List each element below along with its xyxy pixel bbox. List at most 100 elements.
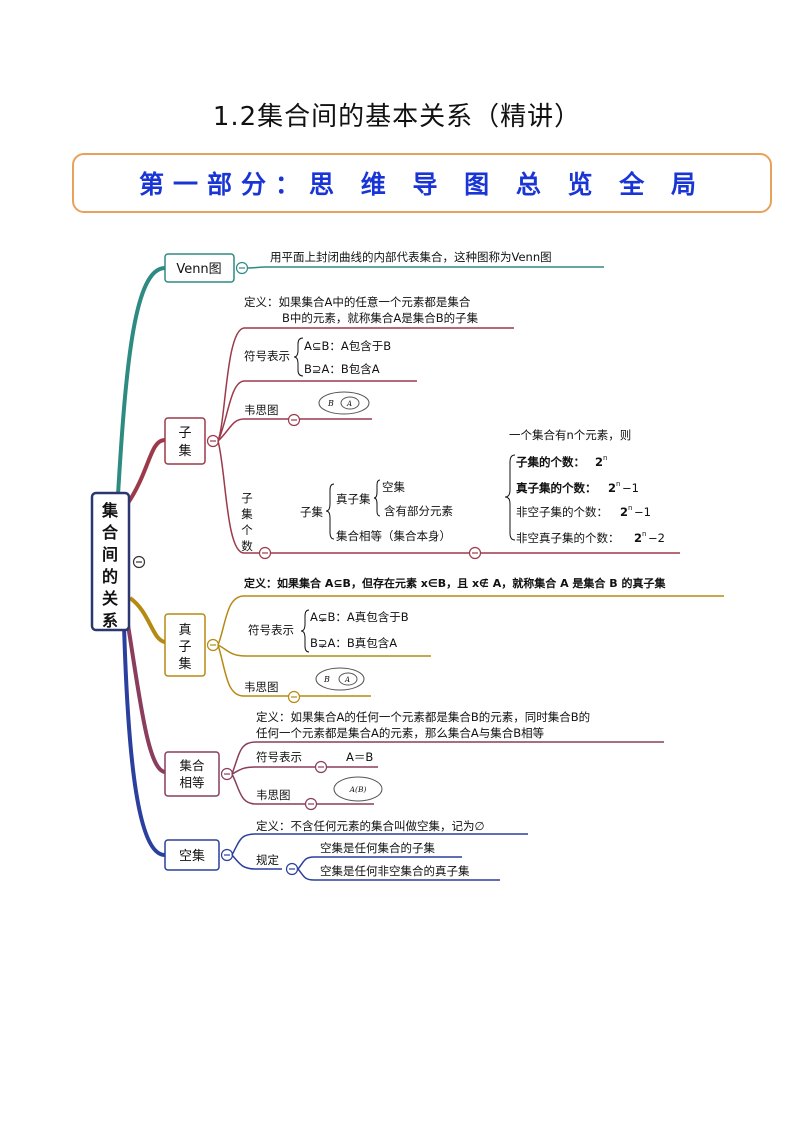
- svg-text:n: n: [616, 480, 620, 488]
- venn-collapse-icon[interactable]: [235, 261, 249, 275]
- svg-text:n: n: [642, 530, 646, 538]
- branch-equal-curve: [126, 624, 166, 774]
- svg-text:2: 2: [608, 481, 616, 495]
- banner-text: 第一部分：思 维 导 图 总 览 全 局: [139, 170, 705, 199]
- subset-symbol-label: 符号表示: [244, 349, 290, 363]
- empty-collapse-icon[interactable]: [220, 848, 234, 862]
- svg-text:系: 系: [102, 611, 118, 630]
- venn-description: 用平面上封闭曲线的内部代表集合，这种图称为Venn图: [270, 250, 552, 264]
- proper-symbol-brace: [300, 609, 310, 653]
- subset-venn-collapse-icon[interactable]: [287, 413, 301, 427]
- empty-node[interactable]: [164, 839, 220, 871]
- proper-symbol-2: B⊋A：B真包含A: [310, 636, 397, 650]
- count-intro: 一个集合有n个元素，则: [509, 428, 631, 442]
- branch-venn-curve: [116, 266, 166, 496]
- empty-rule-1: 空集是任何集合的子集: [320, 841, 435, 855]
- svg-text:真子集的个数：: 真子集的个数：: [516, 481, 597, 495]
- svg-text:−1: −1: [622, 481, 639, 495]
- svg-text:关: 关: [102, 589, 118, 608]
- svg-text:B: B: [323, 675, 330, 684]
- root-collapse-icon[interactable]: [132, 555, 146, 569]
- equal-symbol: A＝B: [346, 750, 373, 764]
- proper-venn-diagram: B A: [315, 667, 365, 691]
- subset-count-formula-collapse-icon[interactable]: [468, 546, 482, 560]
- proper-venn-collapse-icon[interactable]: [287, 690, 301, 704]
- subset-node[interactable]: [164, 417, 206, 465]
- svg-text:真: 真: [178, 623, 191, 638]
- root-node[interactable]: [90, 491, 131, 632]
- svg-text:数: 数: [241, 539, 253, 553]
- proper-node[interactable]: [164, 613, 206, 677]
- svg-text:子: 子: [178, 640, 191, 655]
- equal-def-line2: 任何一个元素都是集合A的元素，那么集合A与集合B相等: [256, 726, 544, 740]
- svg-text:非空真子集的个数：: 非空真子集的个数：: [516, 531, 620, 545]
- proper-kind-partial: 含有部分元素: [384, 504, 453, 518]
- count-row-1: 子集的个数： 2 n: [516, 454, 607, 469]
- svg-text:−1: −1: [634, 505, 651, 519]
- equal-venn-diagram: A(B): [333, 776, 383, 802]
- count-brace: [504, 454, 516, 541]
- branch-proper-curve: [128, 596, 166, 644]
- svg-text:−2: −2: [648, 531, 665, 545]
- section-banner: 第一部分：思 维 导 图 总 览 全 局: [72, 153, 772, 213]
- subset-venn-label: 韦思图: [244, 403, 279, 417]
- venn-node-label: Venn图: [176, 262, 221, 277]
- proper-kind-empty: 空集: [382, 480, 405, 494]
- subset-def-line2: B中的元素，就称集合A是集合B的子集: [282, 311, 479, 325]
- equal-symbol-label: 符号表示: [256, 750, 302, 764]
- svg-text:B: B: [327, 399, 334, 408]
- svg-text:A: A: [346, 400, 352, 408]
- svg-text:个: 个: [241, 523, 253, 537]
- subset-symbol-2: B⊇A：B包含A: [304, 362, 380, 376]
- subset-kind-equal: 集合相等（集合本身）: [336, 529, 451, 543]
- count-row-4: 非空真子集的个数： 2 n −2: [516, 530, 665, 545]
- branch-empty-curve: [122, 624, 166, 857]
- svg-text:相等: 相等: [179, 775, 204, 790]
- svg-text:A(B): A(B): [349, 785, 367, 794]
- branch-subset-curve: [126, 438, 166, 505]
- equal-node[interactable]: [164, 751, 220, 797]
- svg-text:集: 集: [178, 656, 191, 672]
- subset-collapse-icon[interactable]: [206, 434, 220, 448]
- subset-symbol-brace: [293, 337, 304, 377]
- svg-text:的: 的: [102, 567, 118, 586]
- svg-text:合: 合: [102, 523, 119, 542]
- equal-collapse-icon[interactable]: [220, 767, 234, 781]
- svg-text:2: 2: [595, 455, 603, 469]
- proper-venn-label: 韦思图: [244, 680, 279, 694]
- svg-text:集: 集: [178, 443, 191, 459]
- empty-node-label: 空集: [179, 848, 205, 864]
- subset-kinds-brace: [325, 483, 335, 540]
- svg-text:A: A: [344, 676, 350, 684]
- subset-count-collapse-icon[interactable]: [258, 546, 272, 560]
- svg-text:n: n: [603, 454, 607, 462]
- svg-text:子集的个数：: 子集的个数：: [516, 455, 585, 469]
- proper-symbol-label: 符号表示: [248, 623, 294, 637]
- empty-rule-collapse-icon[interactable]: [285, 862, 299, 876]
- subset-def-line1: 定义：如果集合A中的任意一个元素都是集合: [244, 295, 471, 309]
- empty-rule-2: 空集是任何非空集合的真子集: [320, 864, 470, 878]
- proper-definition: 定义：如果集合 A⊆B，但存在元素 x∈B，且 x∉ A，就称集合 A 是集合 …: [244, 576, 666, 590]
- empty-definition: 定义：不含任何元素的集合叫做空集，记为∅: [256, 819, 485, 833]
- svg-text:2: 2: [634, 531, 642, 545]
- proper-collapse-icon[interactable]: [206, 638, 220, 652]
- equal-symbol-collapse-icon[interactable]: [314, 760, 328, 774]
- svg-text:n: n: [628, 504, 632, 512]
- equal-venn-collapse-icon[interactable]: [304, 797, 318, 811]
- subset-kinds-label: 子集: [300, 505, 323, 519]
- svg-text:子: 子: [241, 491, 253, 505]
- svg-text:集: 集: [101, 501, 119, 520]
- proper-symbol-1: A⊊B：A真包含于B: [310, 610, 409, 624]
- page-title: 1.2集合间的基本关系（精讲）: [212, 102, 582, 132]
- equal-def-line1: 定义：如果集合A的任何一个元素都是集合B的元素，同时集合B的: [256, 710, 590, 724]
- svg-text:集合: 集合: [179, 758, 205, 773]
- empty-rule-label: 规定: [256, 853, 279, 867]
- equal-venn-label: 韦思图: [256, 788, 291, 802]
- svg-text:子: 子: [178, 426, 191, 441]
- root-label: 集 合 间 的 关 系: [101, 501, 119, 630]
- svg-text:间: 间: [102, 545, 118, 564]
- venn-node[interactable]: [164, 253, 235, 283]
- svg-text:2: 2: [620, 505, 628, 519]
- svg-text:非空子集的个数：: 非空子集的个数：: [516, 505, 608, 519]
